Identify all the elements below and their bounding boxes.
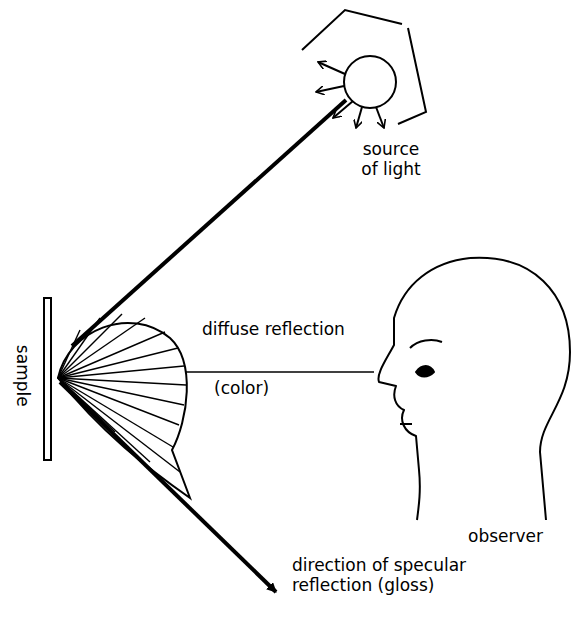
observer-label: observer [468, 527, 543, 547]
source-label: source of light [352, 140, 430, 179]
observer-head [378, 258, 570, 520]
incident-ray [72, 100, 346, 346]
sample-plate [44, 298, 51, 460]
diffuse-line [186, 371, 374, 373]
diffuse-label: diffuse reflection [202, 320, 345, 340]
specular-arrow [60, 382, 276, 592]
specular-label: direction of specular reflection (gloss) [292, 556, 532, 595]
color-label: (color) [214, 379, 269, 399]
sample-label: sample [12, 345, 32, 407]
light-source [302, 10, 426, 128]
